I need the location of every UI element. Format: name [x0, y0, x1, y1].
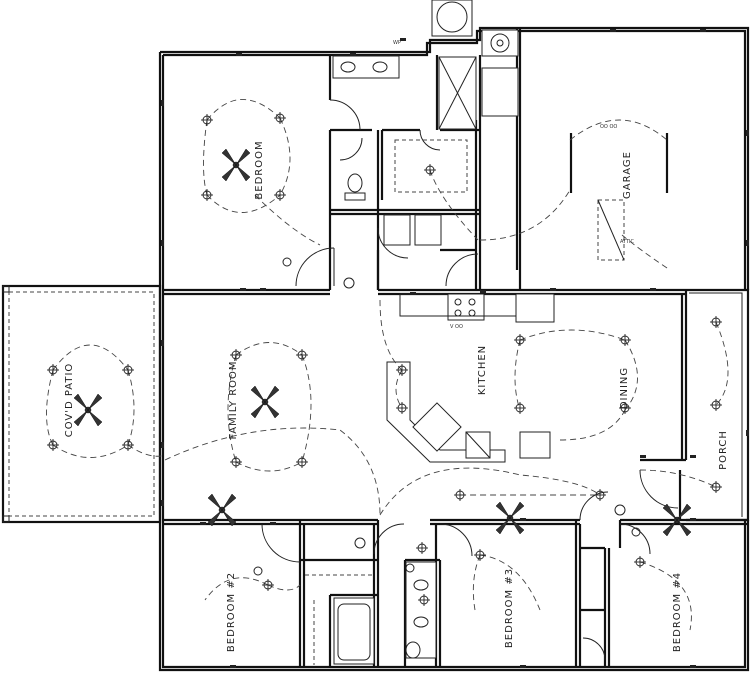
label-garage: GARAGE [622, 151, 633, 199]
outlet-marks [161, 29, 749, 668]
label-bedroom: BEDROOM [254, 140, 265, 199]
ceiling-fans [73, 148, 692, 537]
svg-text:ATTIC: ATTIC [620, 239, 635, 245]
annotations: WP OO OO V OO ATTIC [393, 40, 635, 330]
fixtures [305, 29, 669, 665]
label-bedroom-4: BEDROOM #4 [672, 572, 683, 652]
label-kitchen: KITCHEN [477, 345, 488, 395]
label-bedroom-2: BEDROOM #2 [226, 572, 237, 652]
door-swings [261, 99, 679, 661]
ac-unit [431, 0, 473, 37]
label-dining: DINING [619, 367, 630, 409]
label-porch: PORCH [718, 430, 729, 470]
label-family-room: FAMILY ROOM [228, 360, 239, 439]
svg-text:WP: WP [393, 40, 401, 46]
svg-text:OO OO: OO OO [600, 124, 617, 130]
label-bedroom-3: BEDROOM #3 [504, 568, 515, 648]
interior-walls [163, 55, 748, 667]
light-fixtures [47, 39, 722, 606]
svg-text:V OO: V OO [450, 324, 463, 330]
covered-patio [1, 284, 162, 524]
room-labels: BEDROOM GARAGE COV'D PATIO FAMILY ROOM K… [64, 140, 729, 652]
label-covered-patio: COV'D PATIO [64, 363, 75, 438]
